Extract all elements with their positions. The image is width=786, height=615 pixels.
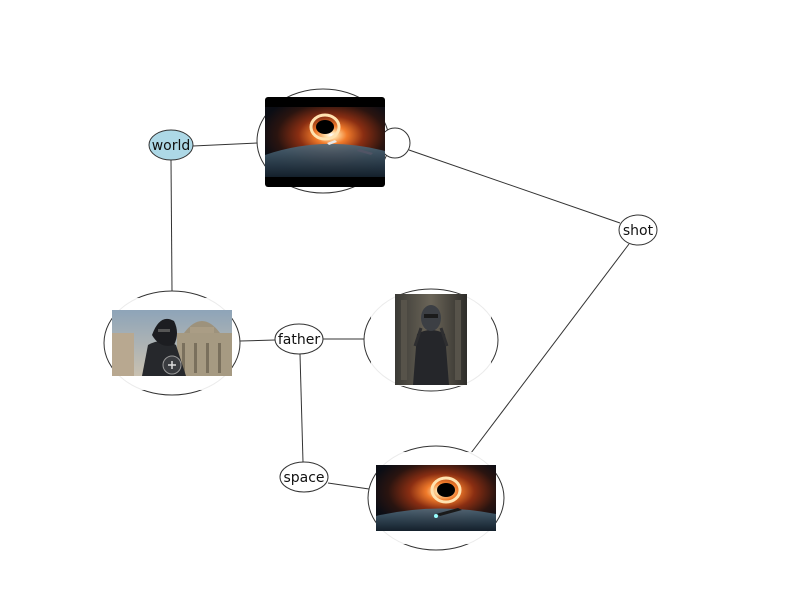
edge-img-knight-father [239, 339, 276, 342]
node-label: shot [623, 223, 654, 239]
knight-image [112, 310, 232, 376]
black-hole-image [265, 97, 385, 187]
word-node-space[interactable]: space [279, 461, 329, 493]
edge-img-blackhole-top-shot [408, 149, 621, 224]
edge-world-img-blackhole-top [192, 142, 259, 147]
word-node-shot[interactable]: shot [618, 214, 658, 246]
image-node-black-hole-bottom[interactable] [367, 445, 505, 551]
edge-world-img-knight [170, 159, 173, 292]
word-node-father[interactable]: father [274, 323, 324, 355]
edges-layer [170, 142, 630, 490]
image-node-black-hole-top[interactable] [256, 88, 411, 194]
node-label: world [152, 138, 191, 154]
black-hole-image [376, 465, 496, 531]
node-label: father [278, 332, 320, 348]
predator-image [395, 294, 467, 385]
edge-space-img-blackhole-bottom [327, 482, 370, 490]
image-node-knight[interactable] [103, 290, 241, 396]
edge-father-space [299, 353, 304, 463]
edge-shot-img-blackhole-bottom [470, 243, 630, 454]
image-node-predator[interactable] [363, 288, 499, 392]
word-node-world[interactable]: world [148, 129, 194, 161]
node-label: space [283, 470, 324, 486]
